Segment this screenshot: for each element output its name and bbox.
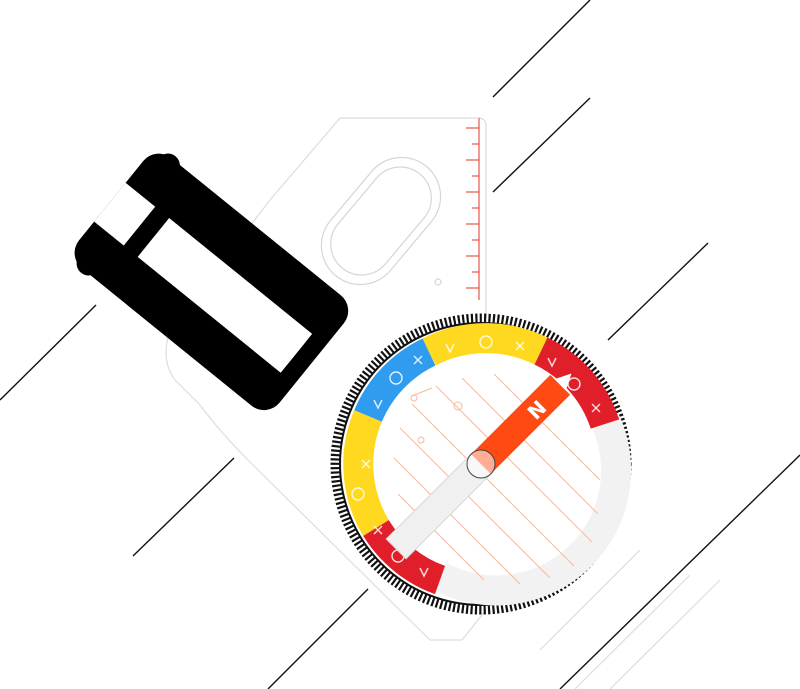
- orienting-line: [461, 377, 599, 515]
- strap-rivet-top: [155, 153, 180, 178]
- needle-arrow-icon: [554, 373, 572, 391]
- arc-symbol-cross: [361, 459, 371, 469]
- guide-line: [132, 457, 235, 557]
- compass-needle: [385, 373, 572, 560]
- orienting-lines: [393, 373, 601, 585]
- arc-symbol-cross: [413, 355, 423, 365]
- strap-buckle: [113, 195, 178, 270]
- orienting-line: [411, 387, 433, 397]
- arc-symbol-circle: [351, 487, 365, 501]
- ruler: [466, 118, 480, 300]
- baseplate-finger-edge: [539, 549, 721, 689]
- guide-line: [607, 242, 709, 341]
- guide-line: [559, 454, 800, 689]
- thumb-strap: [74, 153, 349, 411]
- colored-arc: [343, 323, 632, 606]
- arc-symbol-cross: [591, 403, 601, 413]
- arc-symbol-cross: [373, 525, 383, 535]
- baseplate-outline: [165, 117, 487, 641]
- arc-symbol-circle: [479, 335, 493, 349]
- orienting-line: [393, 457, 521, 585]
- needle-pivot: [466, 449, 496, 479]
- compass-capsule: N: [330, 313, 632, 615]
- magnifier-slot: [320, 156, 442, 286]
- baseplate: [165, 117, 721, 689]
- arc-yellow-top: [422, 323, 548, 366]
- orienting-line: [411, 403, 575, 567]
- guide-line: [492, 0, 591, 98]
- guide-line: [267, 588, 369, 689]
- orienting-line: [399, 427, 551, 579]
- needle-north: [471, 374, 571, 474]
- guide-line: [492, 97, 591, 193]
- capsule-dot: [453, 401, 463, 411]
- arc-grey: [431, 413, 632, 606]
- arc-symbol-check: [445, 343, 455, 354]
- arc-symbol-cross: [515, 341, 525, 351]
- arc-symbol-circle: [389, 371, 403, 385]
- magnifier-inner: [330, 166, 432, 276]
- arc-symbol-check: [547, 357, 557, 368]
- capsule-markers: [410, 394, 463, 444]
- magnifier-outer: [320, 156, 442, 286]
- orienting-line: [493, 373, 601, 481]
- arc-symbol-check: [373, 399, 383, 410]
- strap-rivet-bottom: [76, 251, 101, 276]
- orienting-line: [435, 385, 593, 543]
- arc-red-right: [534, 337, 620, 430]
- guide-line: [0, 304, 97, 401]
- orienting-line: [397, 493, 485, 581]
- capsule-dot: [417, 436, 425, 444]
- strap-inner-band: [153, 233, 306, 365]
- baseplate-hole: [434, 278, 442, 286]
- arc-symbol-check: [419, 567, 429, 578]
- capsule-dot: [410, 394, 418, 402]
- arc-yellow-left: [343, 410, 390, 536]
